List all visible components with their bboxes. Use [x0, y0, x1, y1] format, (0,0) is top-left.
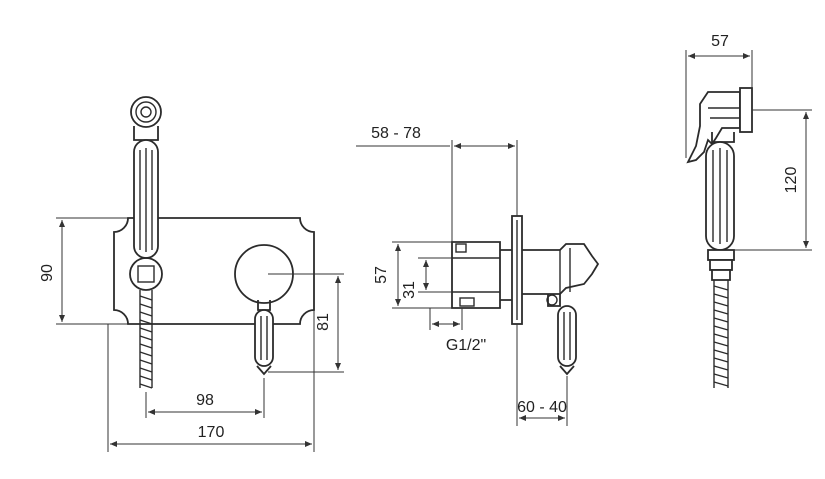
shower-trigger: [686, 91, 741, 164]
dim-handle-projection: 60 - 40: [517, 399, 567, 416]
dim-shower-width: 57: [711, 33, 729, 50]
side-view: 58 - 78 57 31 G1/2" 60 - 40: [356, 125, 600, 426]
dim-handle-offset: 98: [196, 392, 214, 409]
dim-side-center: 31: [401, 281, 418, 299]
hand-shower-front: [129, 96, 163, 389]
front-view: 90 81 98 170: [39, 96, 344, 452]
shower-head-view: 57 120: [685, 33, 812, 388]
wall-plate: [113, 217, 315, 325]
dim-thread: G1/2": [446, 337, 486, 354]
dim-center-height: 81: [315, 313, 332, 331]
dim-plate-height: 90: [39, 264, 56, 282]
dim-wall-depth: 58 - 78: [371, 125, 421, 142]
dim-plate-width: 170: [198, 424, 225, 441]
dim-shower-height: 120: [783, 167, 800, 194]
mixer-handle-front: [234, 244, 294, 376]
dim-side-height: 57: [373, 266, 390, 284]
